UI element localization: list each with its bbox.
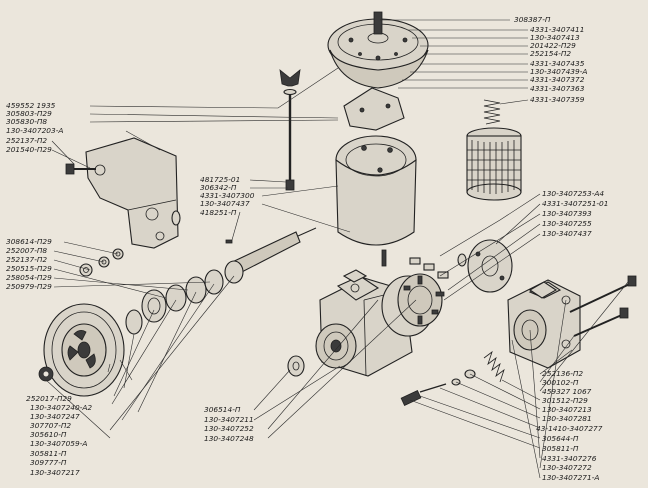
part-label: 4331-3407300 — [200, 191, 255, 200]
part-label: 459327 1067 — [542, 387, 592, 396]
pulley — [43, 303, 125, 397]
part-label: 301512-П29 — [542, 396, 588, 405]
bushing — [287, 355, 305, 377]
part-label: 306342-П — [200, 183, 237, 192]
part-label: 130-3407271-А — [542, 473, 599, 482]
small-gasket — [342, 269, 558, 299]
part-label: 43-1410-3407277 — [536, 424, 603, 433]
pulley-nut — [38, 366, 54, 382]
stud-wing-nut — [279, 69, 301, 191]
part-label: 130-3407255 — [542, 219, 592, 228]
part-label: 309777-П — [30, 458, 67, 467]
part-label: 250979-П29 — [6, 282, 52, 291]
long-bolts-right — [569, 275, 637, 337]
part-label: 252154-П2 — [530, 49, 571, 58]
relief-valve-parts — [400, 350, 505, 406]
part-label: 252007-П8 — [6, 246, 47, 255]
part-label: 4331-3407372 — [530, 75, 585, 84]
part-label: 130-3407393 — [542, 209, 592, 218]
part-label: 130-3407203-А — [6, 126, 63, 135]
part-label: 252017-П29 — [26, 394, 72, 403]
parts-artwork — [38, 11, 637, 406]
reservoir-cover — [327, 11, 429, 89]
part-label: 305803-П29 — [6, 109, 52, 118]
part-label: 4331-3407411 — [530, 25, 584, 34]
part-label: 4331-3407251-01 — [542, 199, 608, 208]
part-label: 305830-П8 — [6, 117, 47, 126]
part-label: 305811-П — [542, 444, 579, 453]
part-label: 130-3407217 — [30, 468, 80, 477]
part-label: 4331-3407276 — [542, 454, 597, 463]
part-label: 130-3407252 — [204, 424, 254, 433]
part-label: 305644-П — [542, 434, 579, 443]
nuts-washers-left — [79, 248, 124, 277]
part-label: 130-3407240-А2 — [30, 403, 92, 412]
part-label: 130-3407213 — [542, 405, 592, 414]
part-label: 130-3407413 — [530, 33, 580, 42]
part-label: 481725-01 — [200, 175, 240, 184]
part-label: 4331-3407435 — [530, 59, 585, 68]
part-label: 258054-П29 — [6, 273, 52, 282]
labels: 308387-П 4331-3407411 130-3407413 201422… — [6, 15, 608, 482]
part-label: 4331-3407363 — [530, 84, 585, 93]
shaft-assembly — [125, 227, 317, 335]
part-label: 418251-П — [200, 208, 237, 217]
part-label: 308614-П29 — [6, 237, 52, 246]
part-label: 130-3407059-А — [30, 439, 87, 448]
part-label: 130-3407281 — [542, 414, 592, 423]
part-label: 300102-П — [542, 378, 579, 387]
bolt-upper-left — [65, 163, 96, 175]
mounting-bracket — [85, 137, 181, 249]
part-label: 308387-П — [514, 15, 551, 24]
part-label: 4331-3407359 — [530, 95, 585, 104]
rotor-assembly — [381, 257, 449, 337]
part-label: 459552 1935 — [6, 101, 56, 110]
part-label: 130-3407211 — [204, 415, 254, 424]
part-label: 252136-П2 — [542, 369, 583, 378]
part-label: 252137-П2 — [6, 136, 47, 145]
gasket-plate — [343, 87, 405, 131]
leader-lines — [45, 19, 629, 479]
reservoir-body — [335, 135, 417, 267]
small-pin — [225, 239, 233, 244]
part-label: 130-3407253-А4 — [542, 189, 604, 198]
part-label: 130-3407437 — [200, 199, 250, 208]
part-label: 305610-П — [30, 430, 67, 439]
part-label: 201422-П29 — [530, 41, 576, 50]
part-label: 130-3407248 — [204, 434, 254, 443]
filter-element — [466, 127, 522, 201]
part-label: 130-3407247 — [30, 412, 80, 421]
part-label: 252137-П2 — [6, 255, 47, 264]
part-label: 130-3407439-А — [530, 67, 587, 76]
part-label: 201540-П29 — [6, 145, 52, 154]
part-label: 130-3407437 — [542, 229, 592, 238]
part-label: 130-3407272 — [542, 463, 592, 472]
part-label: 307707-П2 — [30, 421, 71, 430]
part-label: 305811-П — [30, 449, 67, 458]
spring — [483, 99, 501, 125]
part-label: 250515-П29 — [6, 264, 52, 273]
part-label: 306514-П — [204, 405, 241, 414]
distributor-plate — [457, 239, 513, 293]
